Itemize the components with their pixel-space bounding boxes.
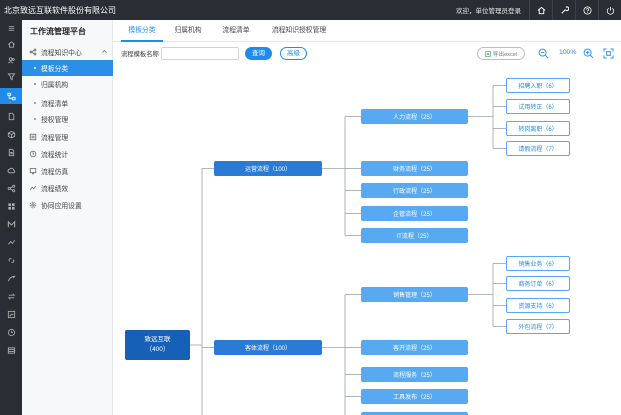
tree-l1-node[interactable]: 运营流程（100） — [214, 161, 322, 176]
submenu-panel: 工作流管理平台 流程知识中心 模板分类 归属机构 流程清单 授权管理 流程管理 … — [22, 20, 113, 415]
share-icon — [29, 48, 37, 56]
root-node-name: 致远互联 — [144, 336, 171, 343]
tab-bar: 模板分类 归属机构 流程清单 流程知识授权管理 — [113, 20, 621, 42]
tree-l3-node[interactable]: 销售业务（6） — [506, 256, 570, 271]
home-icon[interactable] — [0, 36, 22, 52]
top-bar: 北京致远互联软件股份有限公司 欢迎，单位管理员登录 — [0, 0, 621, 20]
gear-icon — [29, 201, 37, 209]
tree-l3-node[interactable]: 请假流程（7） — [506, 141, 570, 156]
tree-l2-node[interactable]: 行政流程（25） — [361, 183, 468, 198]
tree-l3-node[interactable]: 试用转正（6） — [506, 99, 570, 114]
tab-template-category[interactable]: 模板分类 — [121, 20, 163, 42]
document-icon[interactable] — [0, 108, 22, 124]
help-icon[interactable] — [575, 0, 598, 20]
tree-l2-node[interactable]: 工具发布（25） — [361, 389, 468, 404]
tree-l2-node[interactable]: 人力流程（25） — [361, 109, 468, 124]
menu-item-collab-settings[interactable]: 协同应用设置 — [22, 197, 113, 213]
zoom-in-icon[interactable] — [583, 48, 594, 59]
tree-l2-node[interactable]: 企管流程（25） — [361, 206, 468, 221]
flow-icon[interactable] — [0, 88, 22, 104]
monitor-icon — [29, 167, 37, 175]
bar-chart-icon[interactable] — [0, 306, 22, 322]
zoom-out-icon[interactable] — [538, 48, 549, 59]
menu-item-process-performance[interactable]: 流程绩效 — [22, 180, 113, 196]
tree-l2-node[interactable]: IT流程（25） — [361, 228, 468, 243]
template-name-input[interactable] — [161, 47, 239, 60]
tree-canvas[interactable]: 致远互联 （400） 运营流程（100） 人力流程（25） 招聘入职（6） 试用转正（6）… — [113, 66, 621, 415]
tree-l3-node[interactable]: 外包流程（7） — [506, 319, 570, 334]
tree-l3-node[interactable]: 招聘入职（6） — [506, 78, 570, 93]
power-icon[interactable] — [598, 0, 621, 20]
menu-group-knowledge-center[interactable]: 流程知识中心 — [22, 44, 113, 60]
clock-icon — [29, 150, 37, 158]
root-node-count: （400） — [145, 346, 170, 353]
tree-l3-node[interactable]: 商务订单（6） — [506, 276, 570, 291]
tab-authorization[interactable]: 流程知识授权管理 — [271, 27, 327, 34]
send-icon[interactable] — [0, 270, 22, 286]
chevron-up-icon — [102, 49, 107, 53]
company-name: 北京致远互联软件股份有限公司 — [4, 5, 116, 15]
tree-l2-node[interactable]: 实施流程（25） — [361, 412, 468, 415]
menu-item-process-statistics[interactable]: 流程统计 — [22, 146, 113, 162]
icon-rail — [0, 20, 22, 415]
grid-icon[interactable] — [0, 198, 22, 214]
chart-icon — [29, 184, 37, 192]
fit-screen-icon[interactable] — [603, 48, 614, 59]
tree-l3-node[interactable]: 转岗离职（6） — [506, 121, 570, 136]
cube-icon[interactable] — [0, 126, 22, 142]
menu-item-process-management[interactable]: 流程管理 — [22, 129, 113, 145]
zoom-level: 100% — [559, 49, 577, 56]
query-button[interactable]: 查询 — [245, 47, 272, 60]
tab-process-list[interactable]: 流程清单 — [222, 27, 250, 34]
tree-l2-node[interactable]: 流程服务（25） — [361, 367, 468, 382]
main-area: 模板分类 归属机构 流程清单 流程知识授权管理 流程模板名称 查询 高级 导出e… — [113, 20, 621, 415]
home-icon[interactable] — [529, 0, 552, 20]
file-icon[interactable] — [0, 144, 22, 160]
cloud-icon[interactable] — [0, 162, 22, 178]
menu-item-process-simulation[interactable]: 流程仿真 — [22, 163, 113, 179]
mail-icon[interactable] — [0, 216, 22, 232]
tree-l1-node[interactable]: 客体流程（100） — [214, 340, 322, 355]
tree-root-node[interactable]: 致远互联 （400） — [125, 330, 190, 360]
menu-group-label: 流程知识中心 — [41, 50, 82, 57]
exchange-icon[interactable] — [0, 288, 22, 304]
submenu-item-process-list[interactable]: 流程清单 — [22, 95, 113, 111]
tree-l2-node[interactable]: 客开流程（25） — [361, 340, 468, 355]
link-icon[interactable] — [0, 252, 22, 268]
filter-icon[interactable] — [0, 68, 22, 84]
chart-icon[interactable] — [0, 234, 22, 250]
toolbar: 流程模板名称 查询 高级 导出excel 100% — [113, 42, 621, 66]
wrench-icon[interactable] — [552, 0, 575, 20]
advanced-button[interactable]: 高级 — [280, 47, 307, 60]
template-name-label: 流程模板名称 — [121, 51, 159, 58]
export-icon — [485, 50, 491, 57]
submenu-item-template-category[interactable]: 模板分类 — [22, 60, 113, 76]
welcome-text: 欢迎，单位管理员登录 — [456, 8, 521, 15]
share-icon[interactable] — [0, 180, 22, 196]
table-icon[interactable] — [0, 342, 22, 358]
clock-icon[interactable] — [0, 324, 22, 340]
tree-l3-node[interactable]: 资源支持（6） — [506, 298, 570, 313]
platform-title: 工作流管理平台 — [30, 27, 86, 36]
tab-organization[interactable]: 归属机构 — [174, 27, 202, 34]
tree-l2-node[interactable]: 销售管理（25） — [361, 287, 468, 302]
people-icon[interactable] — [0, 52, 22, 68]
list-icon — [29, 133, 37, 141]
submenu-item-authorization[interactable]: 授权管理 — [22, 111, 113, 127]
submenu-item-organization[interactable]: 归属机构 — [22, 76, 113, 92]
menu-icon[interactable] — [0, 20, 22, 36]
tree-l2-node[interactable]: 财务流程（25） — [361, 161, 468, 176]
tree-links — [190, 85, 506, 415]
export-excel-button[interactable]: 导出excel — [477, 47, 525, 60]
